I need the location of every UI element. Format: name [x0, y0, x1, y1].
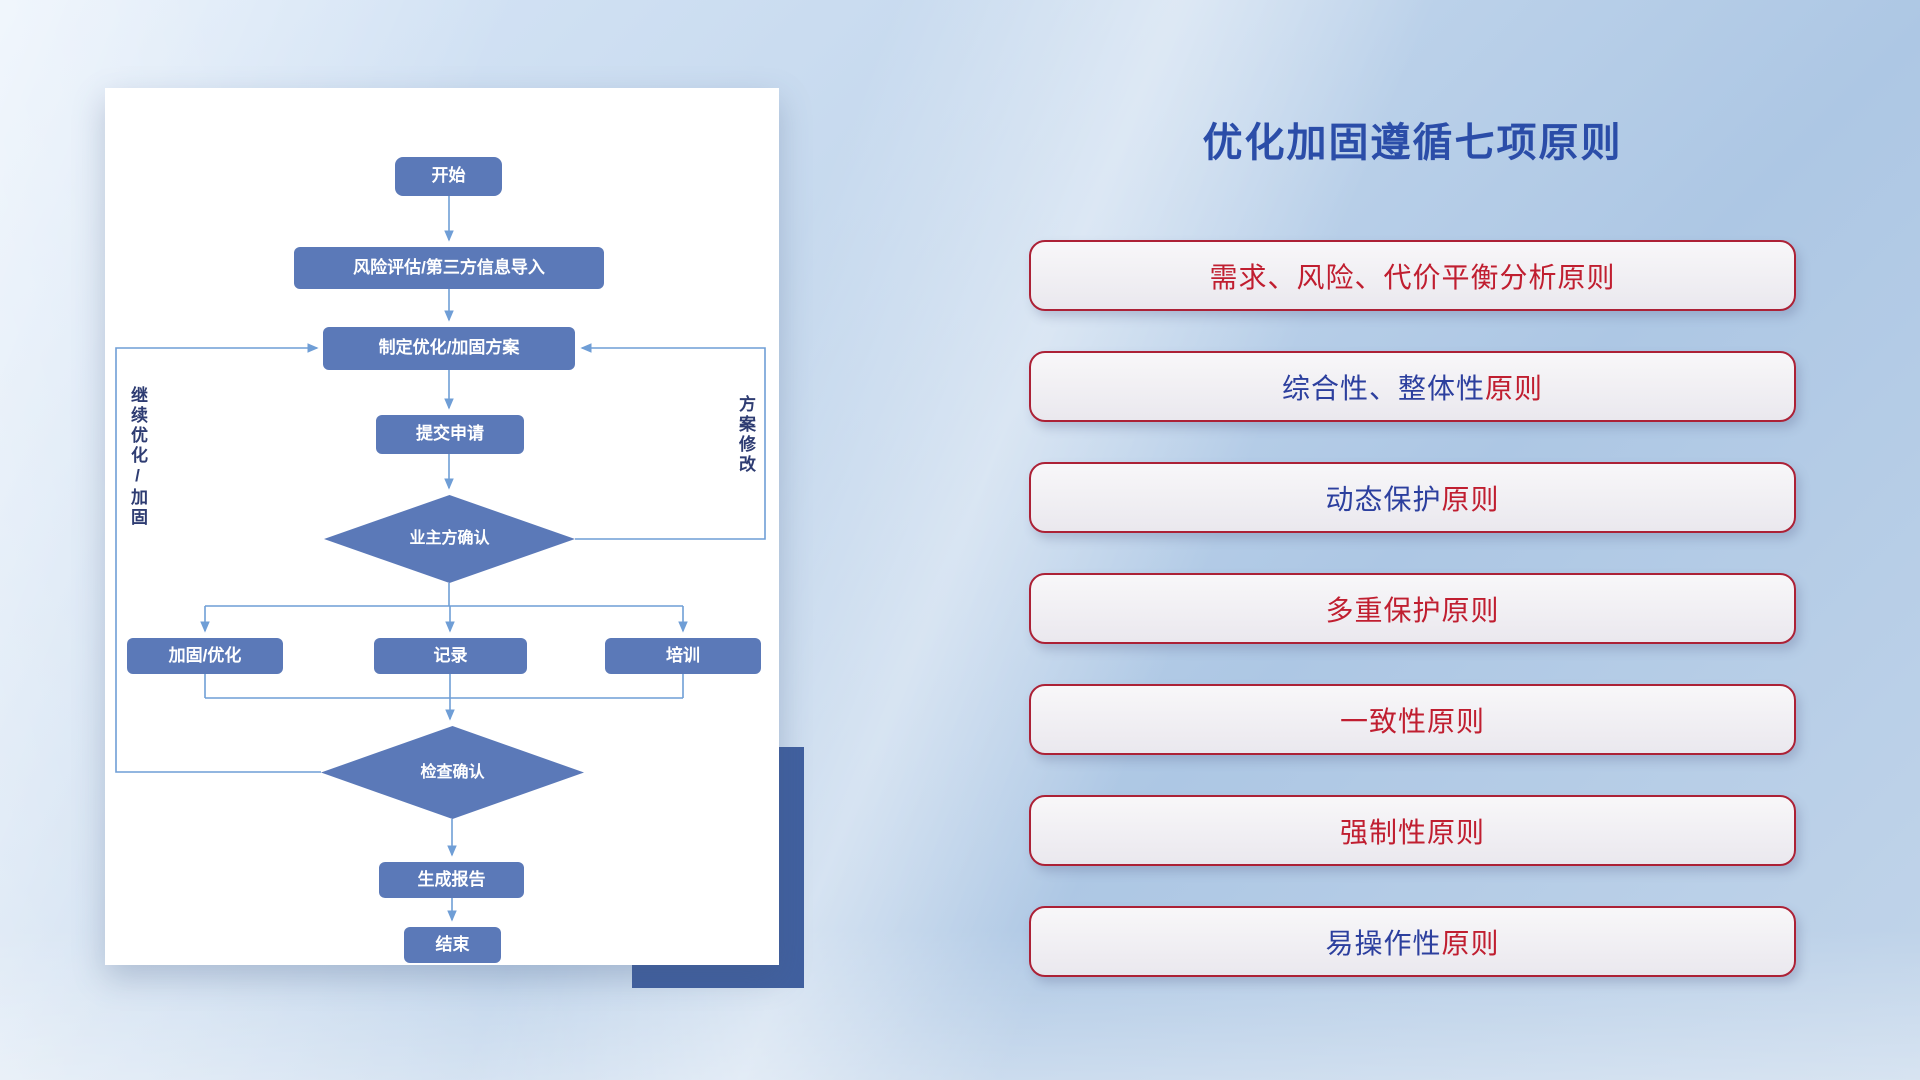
principle-text: 综合性、整体性: [1281, 372, 1485, 404]
flow-node-plan: 制定优化/加固方案: [323, 327, 575, 370]
loop-label-plan-modify: 方案修改: [736, 395, 755, 475]
principle-box: 综合性、整体性原则: [1029, 351, 1796, 422]
principle-box: 一致性原则: [1029, 684, 1796, 755]
principle-text: 原则: [1485, 372, 1544, 404]
flow-node-training: 培训: [605, 638, 761, 674]
flowchart-card: 开始 风险评估/第三方信息导入 制定优化/加固方案 提交申请 业主方确认 加固/…: [105, 88, 779, 965]
flow-node-risk-import: 风险评估/第三方信息导入: [294, 247, 604, 289]
principles-list: 需求、风险、代价平衡分析原则综合性、整体性原则动态保护原则多重保护原则一致性原则…: [1029, 240, 1796, 977]
flow-node-submit: 提交申请: [376, 415, 524, 454]
flow-node-end: 结束: [404, 927, 501, 963]
principle-box: 强制性原则: [1029, 795, 1796, 866]
principle-box: 多重保护原则: [1029, 573, 1796, 644]
principle-text: 动态保护: [1325, 483, 1442, 515]
principle-text: 强制性原则: [1339, 816, 1485, 848]
principle-box: 易操作性原则: [1029, 906, 1796, 977]
principle-text: 原则: [1441, 483, 1500, 515]
principle-text: 一致性原则: [1339, 705, 1485, 737]
principle-text: 需求、风险、代价平衡分析原则: [1209, 261, 1616, 293]
flowchart-connectors: [115, 196, 766, 922]
principle-text: 原则: [1441, 927, 1500, 959]
principle-box: 动态保护原则: [1029, 462, 1796, 533]
principle-text: 易操作性: [1325, 927, 1442, 959]
principle-box: 需求、风险、代价平衡分析原则: [1029, 240, 1796, 311]
flow-node-harden: 加固/优化: [127, 638, 283, 674]
page-title: 优化加固遵循七项原则: [1202, 121, 1623, 165]
principle-text: 多重保护原则: [1325, 594, 1500, 626]
flow-node-record: 记录: [374, 638, 527, 674]
loop-label-continue-optimize: 继续优化/加固: [128, 386, 147, 528]
flow-node-start: 开始: [395, 157, 502, 196]
flow-node-report: 生成报告: [379, 862, 524, 898]
